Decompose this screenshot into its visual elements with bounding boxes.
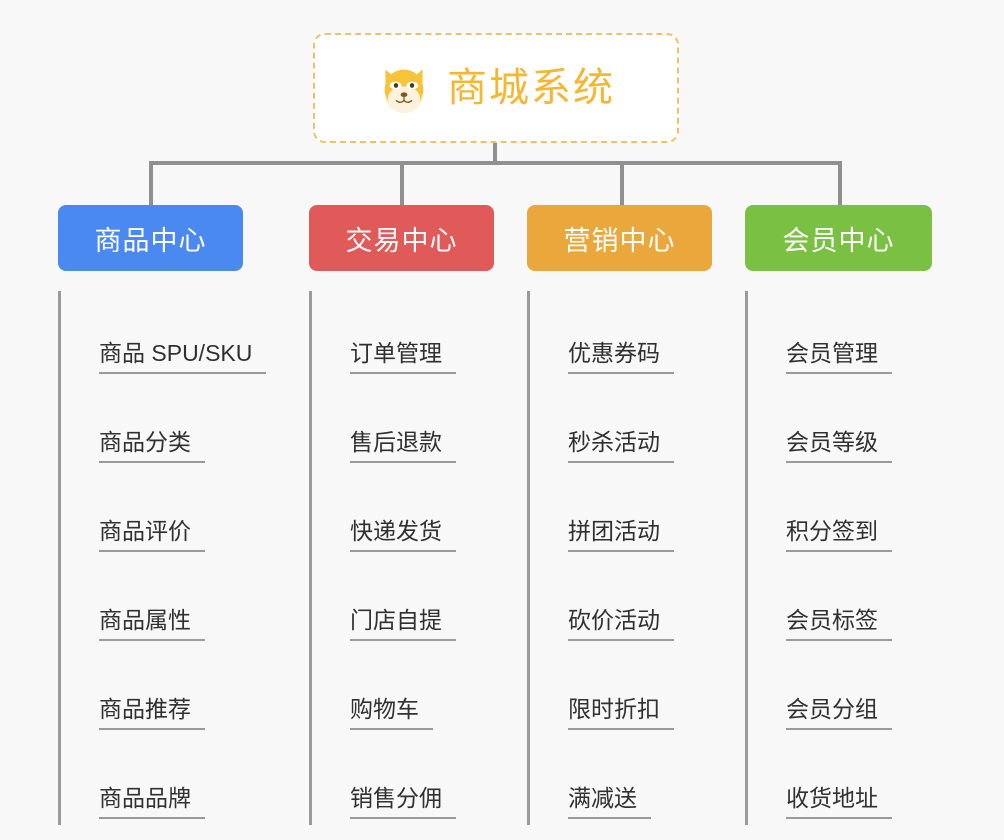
list-item[interactable]: 快递发货 (312, 469, 494, 558)
leaf-label: 门店自提 (350, 607, 456, 641)
leaf-label: 会员管理 (786, 340, 892, 374)
branch-column-2: 交易中心 订单管理 售后退款 快递发货 门店自提 购物车 销售分佣 (309, 205, 494, 825)
leaf-label: 购物车 (350, 696, 433, 730)
leaf-label: 售后退款 (350, 429, 456, 463)
list-item[interactable]: 会员标签 (748, 558, 932, 647)
list-item[interactable]: 销售分佣 (312, 736, 494, 825)
list-item[interactable]: 门店自提 (312, 558, 494, 647)
list-item[interactable]: 满减送 (530, 736, 712, 825)
category-box-1[interactable]: 商品中心 (58, 205, 243, 271)
leaf-list-3: 优惠券码 秒杀活动 拼团活动 砍价活动 限时折扣 满减送 (527, 291, 712, 825)
leaf-label: 优惠券码 (568, 340, 674, 374)
leaf-label: 会员等级 (786, 429, 892, 463)
connector-drop-1 (149, 161, 153, 207)
connector-drop-2 (400, 161, 404, 207)
branch-column-3: 营销中心 优惠券码 秒杀活动 拼团活动 砍价活动 限时折扣 满减送 (527, 205, 712, 825)
list-item[interactable]: 购物车 (312, 647, 494, 736)
leaf-label: 商品品牌 (99, 785, 205, 819)
leaf-list-1: 商品 SPU/SKU 商品分类 商品评价 商品属性 商品推荐 商品品牌 (58, 291, 267, 825)
leaf-label: 商品推荐 (99, 696, 205, 730)
leaf-label: 拼团活动 (568, 518, 674, 552)
list-item[interactable]: 积分签到 (748, 469, 932, 558)
branch-column-4: 会员中心 会员管理 会员等级 积分签到 会员标签 会员分组 收货地址 (745, 205, 932, 825)
list-item[interactable]: 商品品牌 (61, 736, 243, 825)
leaf-label: 商品属性 (99, 607, 205, 641)
list-item[interactable]: 订单管理 (312, 291, 494, 380)
leaf-label: 砍价活动 (568, 607, 674, 641)
leaf-label: 商品评价 (99, 518, 205, 552)
list-item[interactable]: 会员分组 (748, 647, 932, 736)
list-item[interactable]: 商品评价 (61, 469, 243, 558)
leaf-label: 积分签到 (786, 518, 892, 552)
list-item[interactable]: 会员管理 (748, 291, 932, 380)
list-item[interactable]: 商品分类 (61, 380, 243, 469)
list-item[interactable]: 售后退款 (312, 380, 494, 469)
category-label-2: 交易中心 (345, 225, 458, 256)
category-label-3: 营销中心 (563, 225, 676, 256)
root-title: 商城系统 (447, 66, 615, 110)
category-label-4: 会员中心 (782, 225, 895, 256)
list-item[interactable]: 商品属性 (61, 558, 243, 647)
list-item[interactable]: 会员等级 (748, 380, 932, 469)
category-box-3[interactable]: 营销中心 (527, 205, 712, 271)
connector-drop-3 (620, 161, 624, 207)
list-item[interactable]: 砍价活动 (530, 558, 712, 647)
list-item[interactable]: 商品推荐 (61, 647, 243, 736)
category-box-4[interactable]: 会员中心 (745, 205, 932, 271)
leaf-label: 会员标签 (786, 607, 892, 641)
connector-root-stem (493, 143, 497, 164)
connector-drop-4 (838, 161, 842, 207)
list-item[interactable]: 限时折扣 (530, 647, 712, 736)
connector-bus (149, 161, 842, 165)
leaf-label: 满减送 (568, 785, 651, 819)
list-item[interactable]: 优惠券码 (530, 291, 712, 380)
leaf-label: 限时折扣 (568, 696, 674, 730)
leaf-label: 会员分组 (786, 696, 892, 730)
branch-column-1: 商品中心 商品 SPU/SKU 商品分类 商品评价 商品属性 商品推荐 商品品牌 (58, 205, 267, 825)
leaf-label: 秒杀活动 (568, 429, 674, 463)
leaf-label: 商品分类 (99, 429, 205, 463)
leaf-list-4: 会员管理 会员等级 积分签到 会员标签 会员分组 收货地址 (745, 291, 932, 825)
list-item[interactable]: 商品 SPU/SKU (61, 291, 267, 380)
list-item[interactable]: 秒杀活动 (530, 380, 712, 469)
leaf-list-2: 订单管理 售后退款 快递发货 门店自提 购物车 销售分佣 (309, 291, 494, 825)
list-item[interactable]: 收货地址 (748, 736, 932, 825)
leaf-label: 销售分佣 (350, 785, 456, 819)
list-item[interactable]: 拼团活动 (530, 469, 712, 558)
leaf-label: 商品 SPU/SKU (99, 340, 267, 374)
leaf-label: 订单管理 (350, 340, 456, 374)
shiba-dog-icon (384, 69, 424, 114)
category-box-2[interactable]: 交易中心 (309, 205, 494, 271)
leaf-label: 收货地址 (786, 785, 892, 819)
leaf-label: 快递发货 (350, 518, 456, 552)
category-label-1: 商品中心 (94, 225, 207, 256)
root-node[interactable]: 商城系统 (313, 33, 679, 143)
